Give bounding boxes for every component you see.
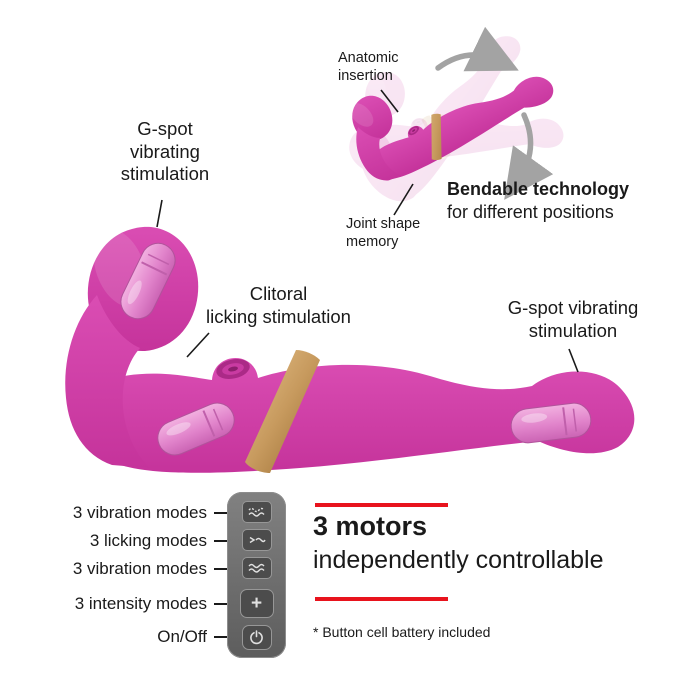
label-anatomic-insertion: Anatomic insertion <box>338 50 399 84</box>
leader-dash <box>214 603 230 605</box>
lick-wave-icon <box>249 536 266 544</box>
vibration-mode-button-1 <box>241 501 272 523</box>
remote-label-row: 3 intensity modes <box>0 593 230 615</box>
intensity-button: + <box>239 589 274 618</box>
power-icon <box>250 630 263 645</box>
power-button <box>241 625 272 650</box>
label-gspot-left: G-spot vibrating stimulation <box>120 118 210 185</box>
remote-label-onoff: On/Off <box>157 627 207 646</box>
leader-dash <box>214 512 230 514</box>
label-joint-shape-memory: Joint shape memory <box>346 216 421 250</box>
leader-dash <box>214 568 230 570</box>
red-divider-bottom <box>315 597 448 601</box>
leader-anatomic <box>380 89 399 113</box>
vibration-mode-button-2 <box>241 557 272 579</box>
leader-dash <box>214 636 230 638</box>
remote-label-row: On/Off <box>0 626 230 648</box>
plus-icon: + <box>250 592 263 614</box>
leader-gspot-left <box>156 199 163 228</box>
bend-arrow-top-icon <box>435 26 519 72</box>
leader-lines <box>156 89 579 373</box>
motors-title: 3 motors <box>313 511 428 541</box>
wave-solid-icon <box>247 563 265 573</box>
motors-subtitle: independently controllable <box>313 546 604 574</box>
label-gspot-right: G-spot vibrating stimulation <box>507 297 639 341</box>
wave-dotted-icon <box>247 507 265 517</box>
leader-dash <box>214 540 230 542</box>
remote-label-row: 3 vibration modes <box>0 502 230 524</box>
remote-control: + <box>227 492 286 658</box>
leader-clitoral <box>186 332 210 358</box>
remote-label-row: 3 vibration modes <box>0 558 230 580</box>
bend-arrow-right-icon <box>504 112 554 200</box>
red-divider-top <box>315 503 448 507</box>
label-clitoral: Clitoral licking stimulation <box>206 283 351 327</box>
licking-mode-button <box>241 529 272 551</box>
label-bendable-technology: Bendable technology for different positi… <box>447 179 630 222</box>
remote-label-vibration-2: 3 vibration modes <box>72 559 207 578</box>
battery-note: * Button cell battery included <box>313 624 491 640</box>
remote-label-row: 3 licking modes <box>0 530 230 552</box>
remote-label-intensity: 3 intensity modes <box>74 594 207 613</box>
leader-joint <box>393 183 414 216</box>
leader-gspot-right <box>568 348 579 373</box>
remote-label-licking: 3 licking modes <box>89 531 207 550</box>
bendable-demo <box>334 0 565 213</box>
remote-label-vibration-1: 3 vibration modes <box>72 503 207 522</box>
